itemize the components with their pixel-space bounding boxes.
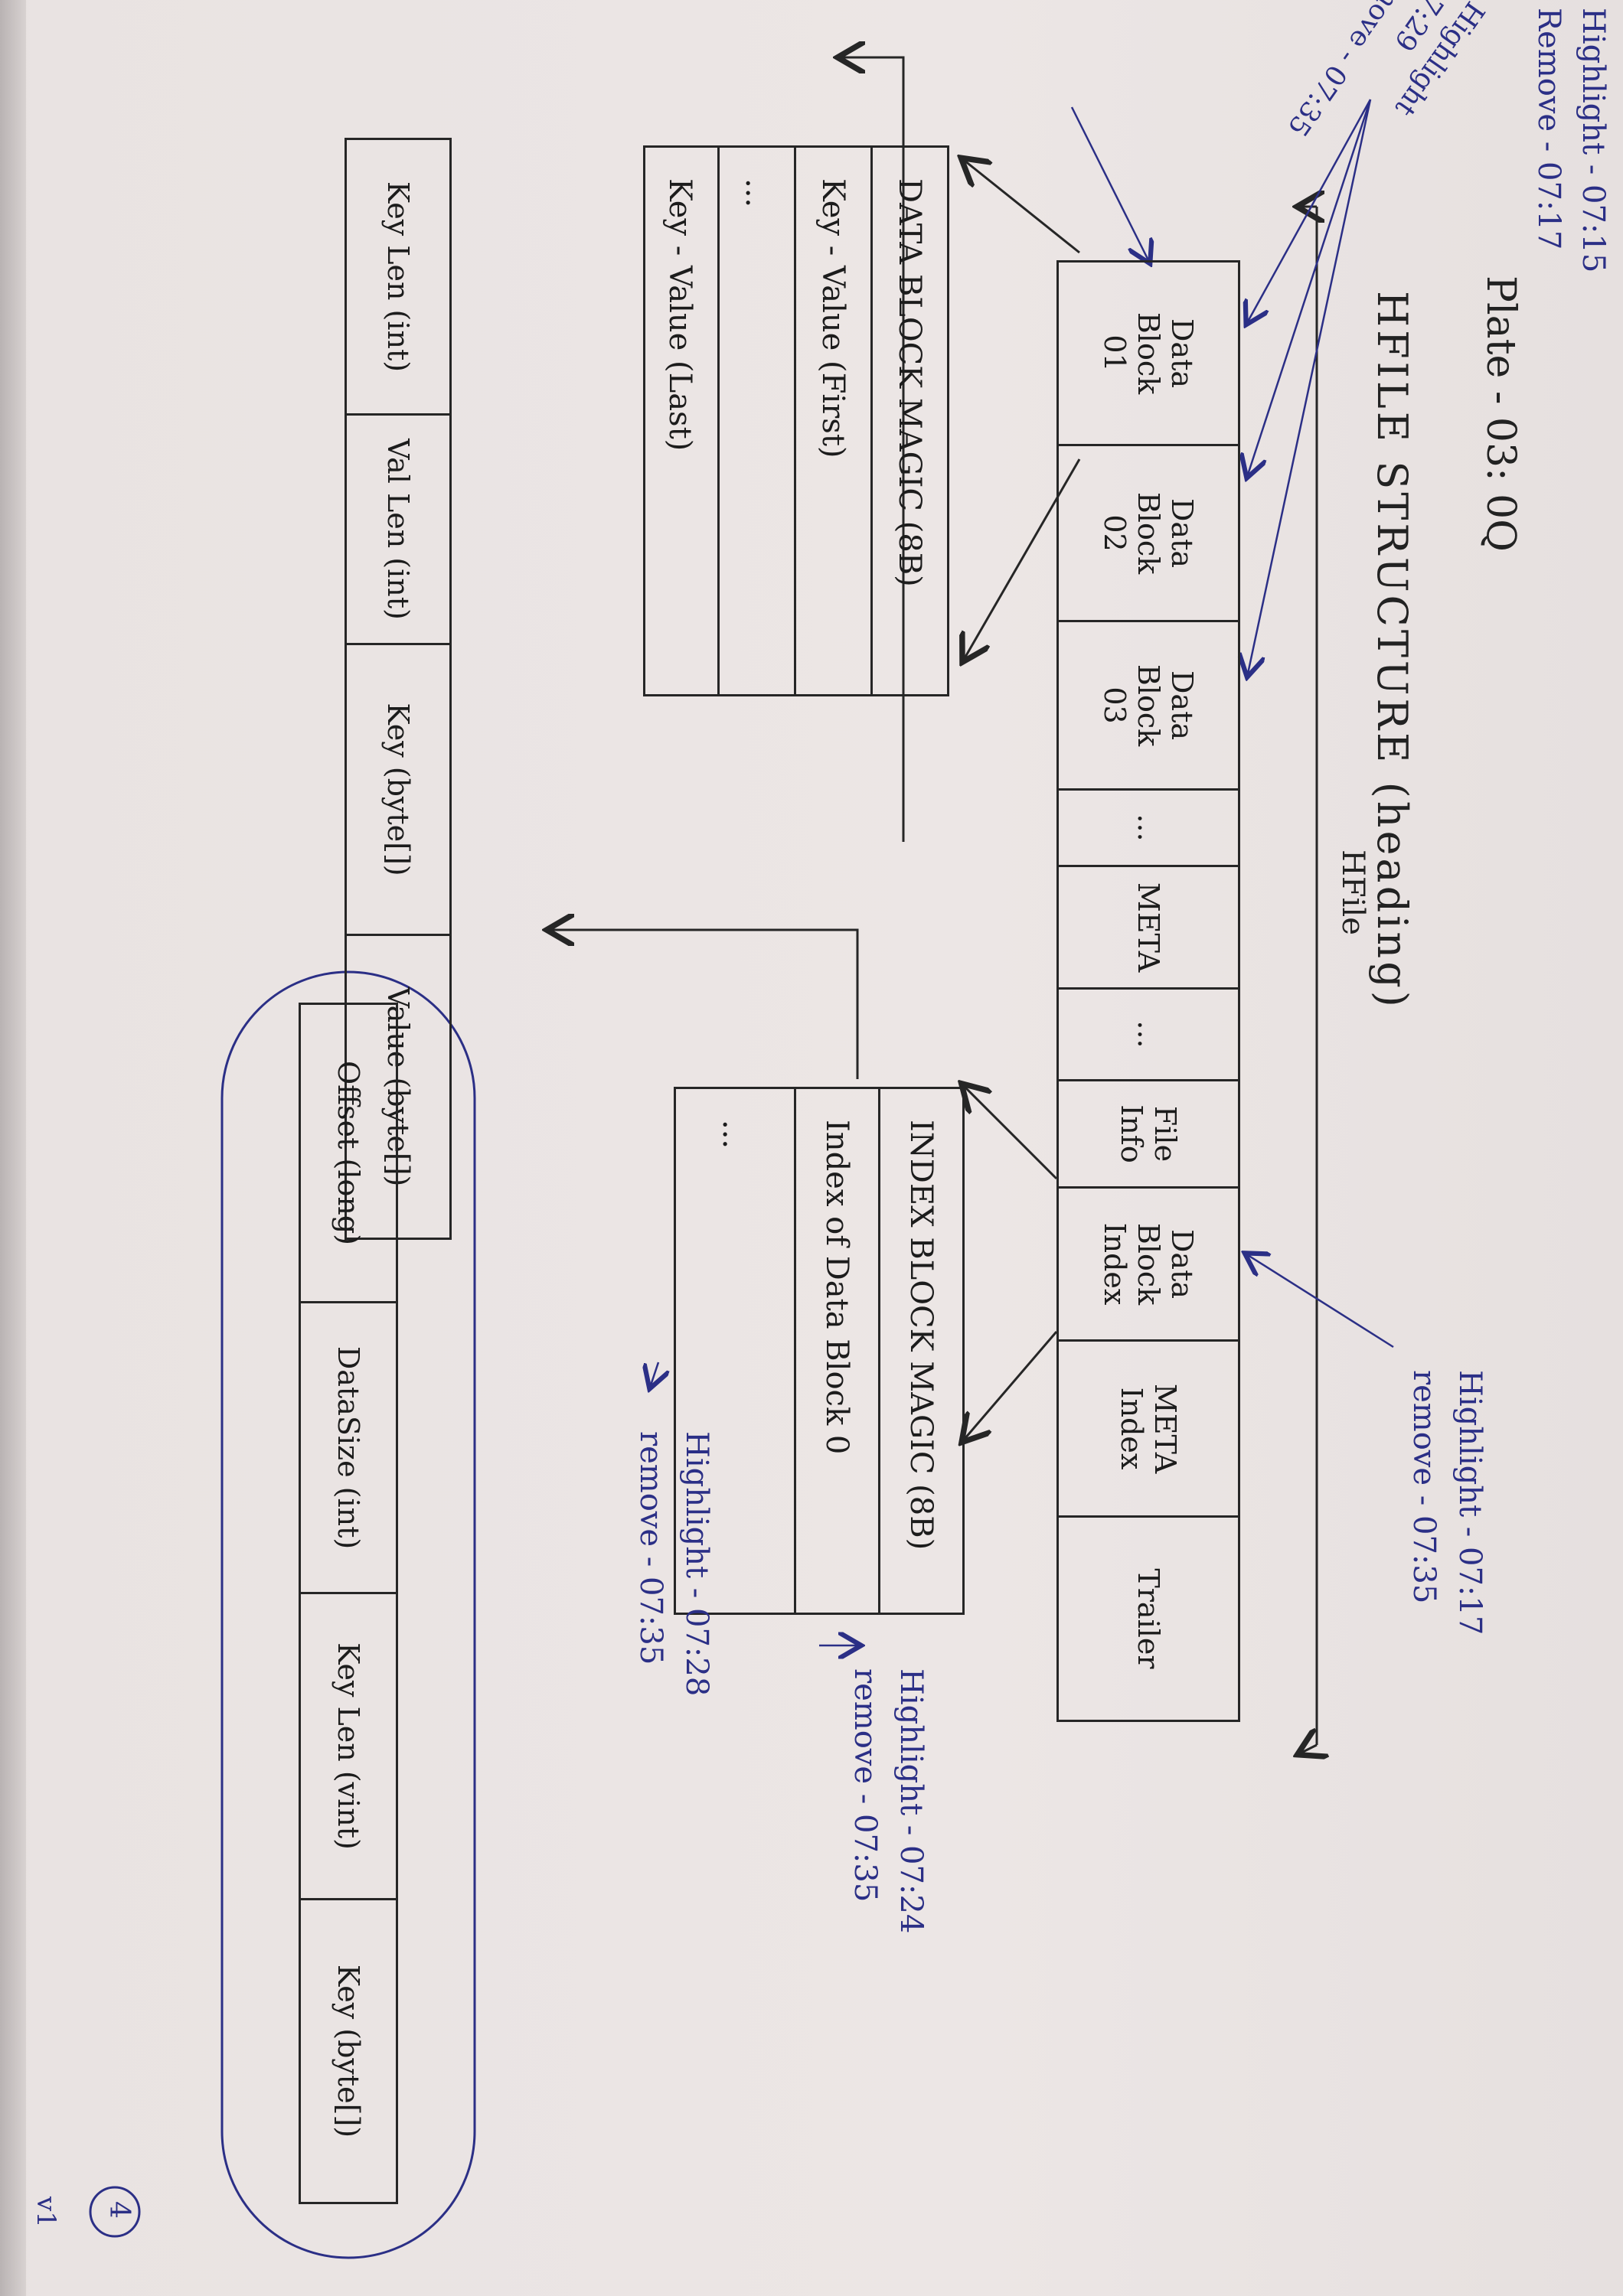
entry-offset: Offset (long) [301, 1005, 396, 1303]
hfile-block-data-03: Data Block 03 [1059, 622, 1238, 791]
kv-key: Key (byte[]) [347, 645, 449, 936]
blue-arrow-3 [1248, 99, 1372, 673]
arrow-to-index-block-top [965, 1087, 1058, 1180]
index-entry-oval [220, 970, 476, 2259]
index-entry-detail: Offset (long) DataSize (int) Key Len (vi… [299, 1003, 398, 2204]
hfile-block-trailer: Trailer [1132, 1568, 1165, 1669]
page-mark-side: v1 [31, 2197, 61, 2228]
data-block-detail: DATA BLOCK MAGIC (8B) Key - Value (First… [643, 145, 949, 696]
hfile-block-meta-index: META Index [1059, 1342, 1238, 1518]
plate-title: Plate - 03: 0Q [1478, 276, 1523, 552]
hfile-label: HFile [1335, 850, 1370, 935]
data-block-last-kv-row: Key - Value (Last) [662, 178, 698, 452]
annotation-trailer: Highlight - 07:17 remove - 07:35 [1406, 1370, 1487, 1636]
blue-arrow-7 [651, 1362, 658, 1385]
index-block-magic-row: INDEX BLOCK MAGIC (8B) [878, 1089, 962, 1613]
hfile-block-file-info: File Info [1059, 1081, 1238, 1189]
index-of-data-block-row: Index of Data Block 0 [794, 1089, 878, 1613]
arrow-to-key-value [842, 57, 905, 842]
annotation-top-left: Highlight - 07:15 Remove - 07:17 [1531, 8, 1611, 273]
arrow-to-index-entry [551, 930, 859, 1079]
notebook-binding [0, 0, 26, 2296]
hfile-block-data-block-index: Data Block Index [1059, 1189, 1238, 1342]
page-heading: HFILE STRUCTURE (heading) [1368, 291, 1416, 1010]
arrow-to-data-block-bottom [965, 458, 1081, 658]
data-block-ellipsis-row: ... [717, 148, 794, 694]
annotation-index: Highlight - 07:24 remove - 07:35 [847, 1668, 929, 1934]
page-mark-circle [89, 2186, 141, 2238]
hfile-block-ellipsis-1: ... [1059, 791, 1238, 867]
blue-arrow-2 [1248, 99, 1372, 475]
hfile-block-meta: META [1059, 867, 1238, 990]
hfile-bracket-right [1301, 1745, 1317, 1753]
entry-key-len: Key Len (vint) [301, 1594, 396, 1900]
blue-arrow-4 [1070, 106, 1148, 260]
data-block-first-kv-row: Key - Value (First) [794, 148, 870, 694]
entry-key: Key (byte[]) [331, 1964, 365, 2138]
entry-data-size: DataSize (int) [301, 1303, 396, 1594]
kv-key-len: Key Len (int) [347, 140, 449, 416]
annotation-entry: Highlight - 07:28 remove - 07:35 [633, 1431, 714, 1697]
arrow-to-data-block-top [965, 161, 1080, 254]
hfile-block-data-01: Data Block 01 [1059, 263, 1238, 446]
arrow-to-index-block-bottom [965, 1331, 1058, 1439]
data-block-magic-row: DATA BLOCK MAGIC (8B) [870, 148, 947, 694]
kv-val-len: Val Len (int) [347, 416, 449, 645]
blue-arrow-1 [1248, 99, 1372, 321]
hfile-block-data-02: Data Block 02 [1059, 446, 1238, 622]
blue-arrow-5 [1248, 1255, 1394, 1349]
hfile-strip: Data Block 01 Data Block 02 Data Block 0… [1056, 260, 1240, 1722]
page-mark-number: 4 [103, 2201, 135, 2219]
hfile-block-ellipsis-2: ... [1059, 990, 1238, 1081]
